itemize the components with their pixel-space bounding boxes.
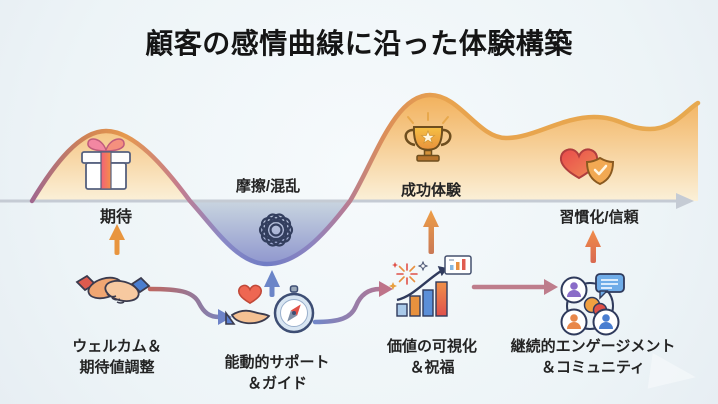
action-label-line: ウェルカム＆ [72,338,162,355]
action-label-engagement: 継続的エンゲージメント ＆コミュニティ [511,336,676,378]
fireworks-and-growth-chart-icon [389,255,472,317]
stage-label-success: 成功体験 [400,182,462,199]
flow-arrow-value-to-engagement-icon [471,279,558,295]
curve-hump-fill [32,95,698,264]
action-label-line: 価値の可視化 [386,338,478,355]
action-label-line: 能動的サポート [224,354,330,371]
stage-label-expectation: 期待 [99,209,133,226]
action-label-line: 継続的エンゲージメント [510,338,676,355]
action-label-support: 能動的サポート ＆ガイド [224,352,329,394]
action-label-line: ＆コミュニティ [540,359,646,376]
gift-icon [81,138,131,190]
action-label-welcome: ウェルカム＆ 期待値調整 [72,336,162,378]
axis-arrowhead-icon [676,193,694,209]
habituation-up-arrow-icon [585,230,601,263]
success-up-arrow-icon [423,210,439,254]
action-label-line: ＆祝福 [409,359,455,376]
page-title: 顧客の感情曲線に沿った体験構築 [145,28,573,59]
action-label-line: 期待値調整 [79,359,155,376]
flow-arrow-welcome-to-support-icon [147,286,232,325]
flow-arrow-support-to-value-icon [312,281,393,325]
handshake-icon [75,274,151,304]
stage-label-habituation: 習慣化/信頼 [559,209,639,226]
baseline-axis [0,193,694,209]
action-label-value: 価値の可視化 ＆祝福 [387,336,477,378]
trophy-icon [404,112,452,162]
watermark [647,352,699,396]
stage-label-friction: 摩擦/混乱 [235,178,301,195]
action-label-line: ＆ガイド [246,375,308,392]
heart-shield-icon [559,148,615,186]
friction-up-arrow-icon [264,270,280,297]
community-icon [560,273,625,336]
heart-in-hand-and-compass-icon [225,284,315,334]
tangled-knot-icon [258,213,294,247]
expectation-up-arrow-icon [109,224,125,255]
curve-line [29,92,701,267]
